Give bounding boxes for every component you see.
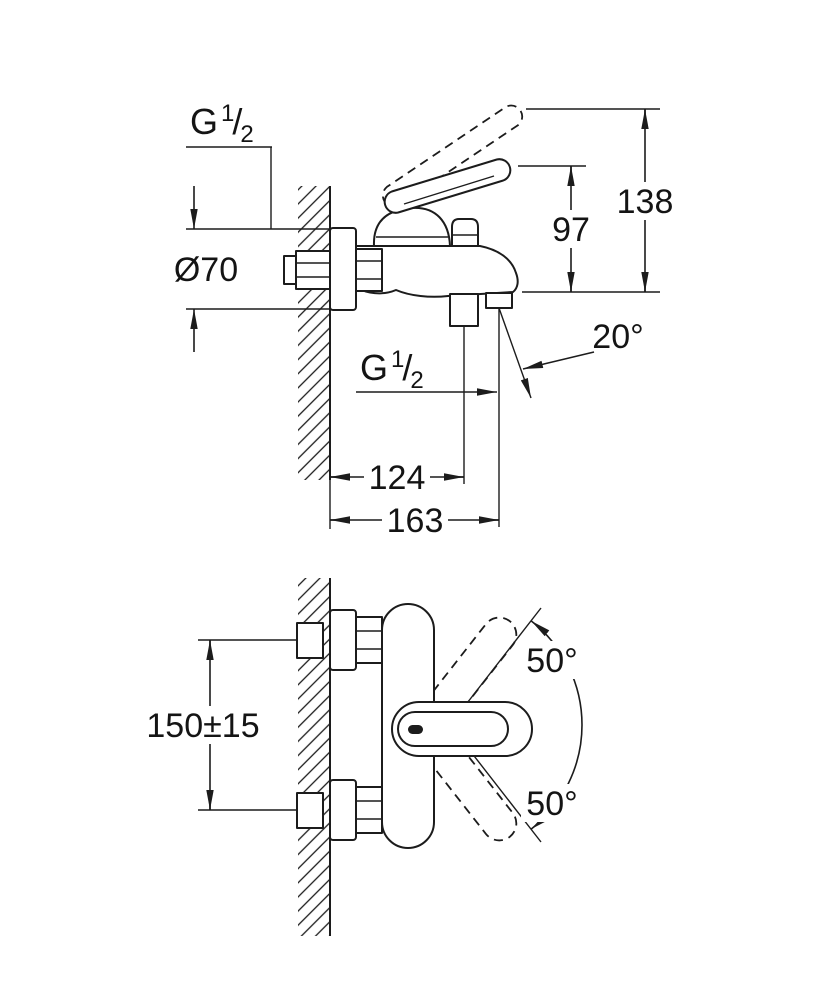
s-union-top-front	[355, 616, 383, 664]
swing-up-angle-value: 50°	[526, 642, 577, 680]
diverter-knob	[451, 218, 479, 247]
spout-aerator	[485, 292, 513, 309]
label-background	[364, 458, 430, 496]
height-97-value: 97	[552, 211, 590, 249]
dimension-124: 124	[330, 458, 464, 497]
label-background	[137, 706, 270, 744]
escutcheon-bottom-front	[329, 779, 357, 841]
escutcheon-side	[329, 227, 357, 311]
water-stream-angled-line	[498, 307, 532, 399]
dimension-spout-angle: 20°	[522, 318, 644, 370]
dimension-97: 97	[518, 165, 660, 293]
side-wall-hatch	[298, 186, 330, 480]
lever-side	[383, 158, 512, 214]
dimension-163: 163	[330, 501, 499, 540]
dimension-138: 138	[526, 108, 678, 292]
label-background	[521, 784, 583, 822]
label-background	[548, 210, 594, 248]
front-view: 50° 50° 150±15	[137, 578, 583, 936]
depth-124-value: 124	[369, 459, 426, 497]
faucet-body-side	[355, 245, 519, 298]
lever-raised-dashed	[381, 104, 524, 208]
escutcheon-diameter-value: Ø70	[174, 251, 238, 289]
lever-front	[397, 711, 509, 747]
swing-down-angle-value: 50°	[526, 785, 577, 823]
escutcheon-top-front	[329, 609, 357, 671]
inlet-nut-bottom	[296, 792, 324, 829]
label-background	[382, 501, 448, 539]
label-background	[521, 641, 583, 679]
height-138-value: 138	[617, 183, 674, 221]
angle-leader	[522, 351, 595, 370]
dimension-escutcheon-diameter: Ø70	[174, 186, 330, 352]
spout-angle-value: 20°	[592, 318, 643, 356]
lever-contour-line	[403, 175, 495, 205]
connection-spacing-value: 150±15	[146, 707, 259, 745]
label-background	[612, 182, 678, 220]
s-union-side	[355, 248, 383, 292]
cartridge-dome	[372, 206, 451, 247]
inlet-union-nut	[295, 250, 331, 290]
inlet-nut-top	[296, 622, 324, 659]
shower-outlet-stub	[449, 293, 479, 327]
lever-detail-mark	[408, 725, 423, 734]
dimension-150: 150±15	[137, 639, 297, 811]
s-union-bottom-front	[355, 786, 383, 834]
depth-163-value: 163	[387, 502, 444, 540]
